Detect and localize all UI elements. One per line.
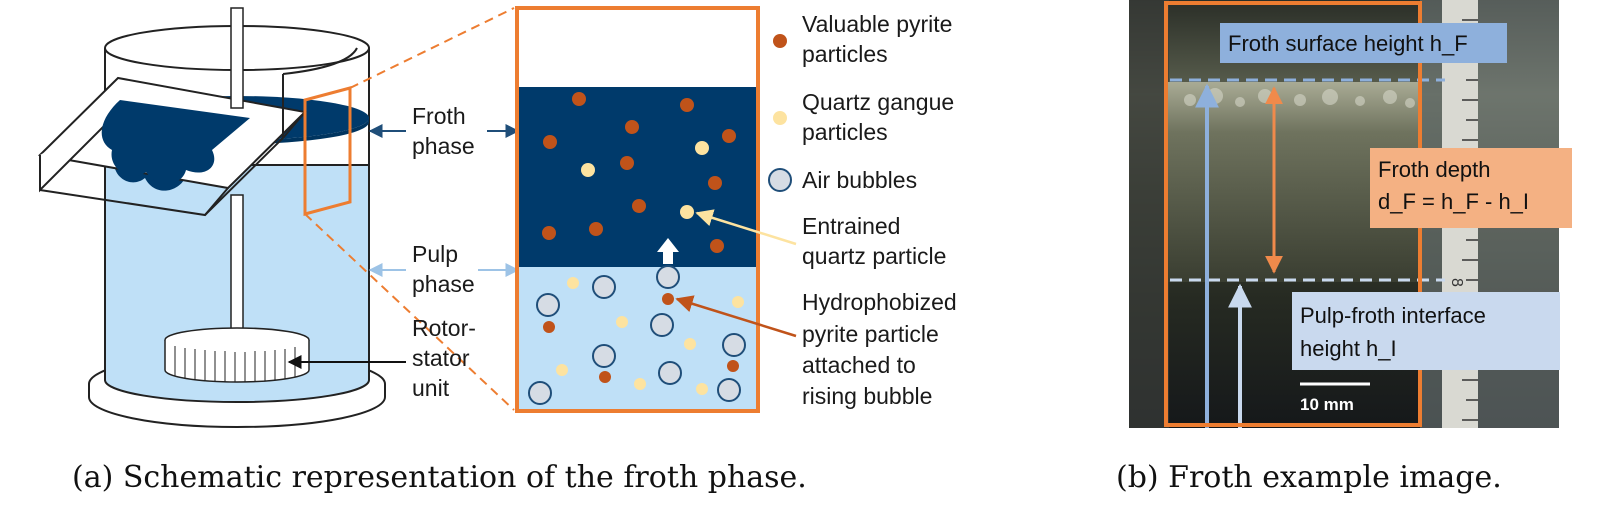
legend-pyrite-marker bbox=[773, 34, 787, 48]
zoom-line-top bbox=[349, 7, 515, 89]
caption-a: (a) Schematic representation of the frot… bbox=[72, 460, 807, 495]
pulp-phase-label: Pulp phase bbox=[412, 241, 475, 297]
flotation-cell bbox=[37, 7, 386, 428]
froth-particles bbox=[542, 92, 736, 253]
attached-pyrite bbox=[662, 293, 674, 305]
rising-arrow bbox=[657, 238, 679, 264]
zoom-box bbox=[515, 6, 760, 413]
zoom-froth bbox=[517, 87, 758, 267]
legend-entrained: Entrained quartz particle bbox=[802, 213, 946, 269]
impeller-shaft bbox=[230, 7, 244, 109]
interface-box bbox=[1292, 292, 1560, 370]
pulp-particles bbox=[528, 265, 746, 405]
legend-quartz-marker bbox=[773, 111, 787, 125]
interface-label: Pulp-froth interface height h_I bbox=[1300, 303, 1492, 361]
ruler-mark: 8 bbox=[1448, 278, 1465, 287]
legend-bubble-marker bbox=[768, 168, 792, 192]
zoom-line-bottom bbox=[304, 213, 515, 411]
froth-surface-box bbox=[1220, 23, 1507, 63]
froth-phase-label: Froth phase bbox=[412, 103, 475, 159]
froth-depth-label: Froth depth d_F = h_F - h_I bbox=[1378, 157, 1529, 214]
legend-quartz: Quartz gangue particles bbox=[802, 89, 961, 145]
rotor-stator-label: Rotor- stator unit bbox=[412, 315, 482, 401]
froth-surface-label: Froth surface height h_F bbox=[1228, 31, 1468, 56]
zoom-air bbox=[517, 8, 758, 87]
legend-air: Air bubbles bbox=[802, 167, 917, 193]
froth-depth-box bbox=[1370, 148, 1572, 228]
caption-b: (b) Froth example image. bbox=[1116, 460, 1502, 495]
zoom-frame bbox=[515, 6, 760, 413]
legend-hydrophobized: Hydrophobized pyrite particle attached t… bbox=[802, 289, 963, 409]
legend-valuable: Valuable pyrite particles bbox=[802, 11, 959, 67]
entrained-arrow bbox=[695, 209, 797, 246]
legend: Valuable pyrite particles Quartz gangue … bbox=[675, 11, 963, 409]
hydrophobized-arrow bbox=[675, 295, 797, 338]
entrained-quartz bbox=[680, 205, 694, 219]
sample-window bbox=[303, 86, 352, 216]
scale-label: 10 mm bbox=[1300, 395, 1354, 414]
